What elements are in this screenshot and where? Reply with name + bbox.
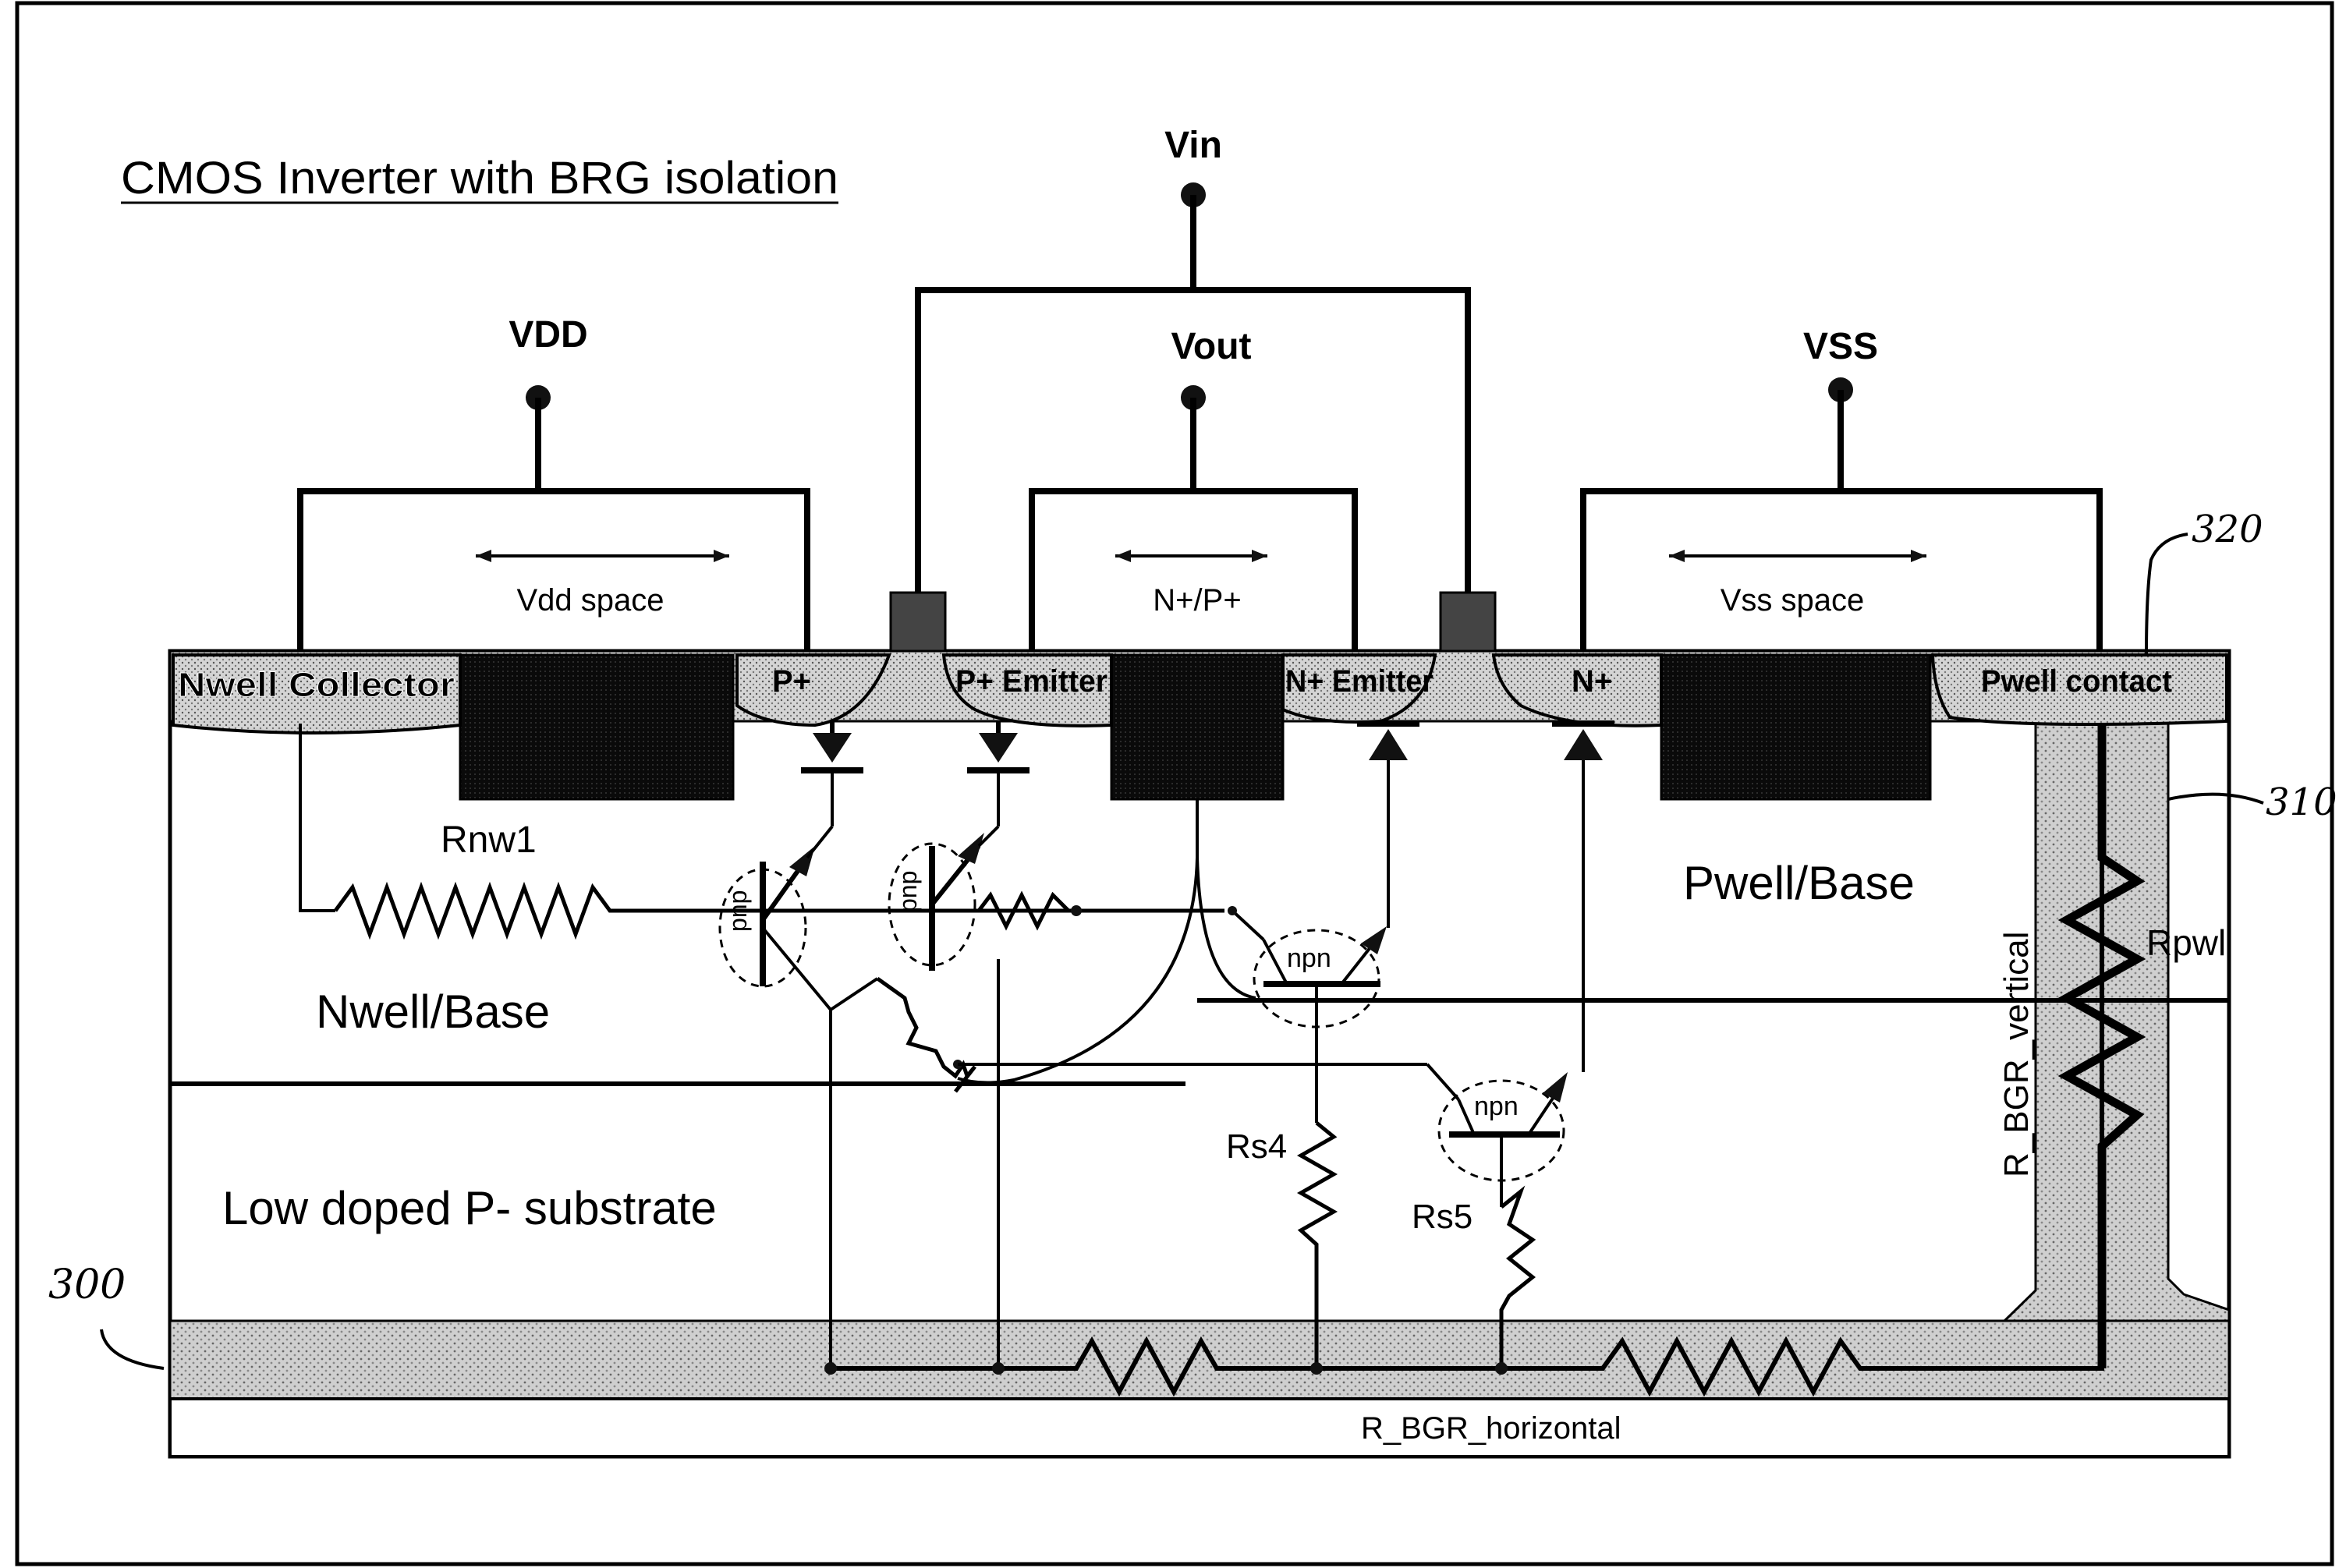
node-1380 xyxy=(1071,905,1082,916)
p-plus-label: P+ xyxy=(772,664,811,699)
rnw1-label: Rnw1 xyxy=(441,819,537,861)
diagram-title: CMOS Inverter with BRG isolation xyxy=(121,153,838,204)
bgr-vertical-label: R_BGR_vertical xyxy=(1997,932,2036,1177)
sti-block-2 xyxy=(1111,655,1283,799)
npn-1-label: npn xyxy=(1287,943,1331,973)
sti-block-3 xyxy=(1661,655,1930,799)
node-1580 xyxy=(1228,906,1237,915)
p-plus-emitter-label: P+ Emitter xyxy=(955,664,1107,699)
nwell-collector-label: Nwell Collector xyxy=(178,666,455,704)
mid-space-label: N+/P+ xyxy=(1153,583,1241,618)
ref-320: 320 xyxy=(2192,508,2263,551)
ref-320-leader xyxy=(2146,534,2188,655)
mid-space-arrowhead-right xyxy=(1252,550,1267,562)
bgr-horizontal-band xyxy=(170,1321,2229,1399)
nwell-base-label: Nwell/Base xyxy=(316,986,550,1038)
bus-node-1688 xyxy=(1310,1362,1323,1375)
ref-310: 310 xyxy=(2266,780,2337,824)
bus-node-1925 xyxy=(1495,1362,1508,1375)
vss-label: VSS xyxy=(1803,326,1878,367)
rs4-label: Rs4 xyxy=(1226,1127,1287,1166)
vin-label: Vin xyxy=(1164,125,1222,166)
bottom-substrate xyxy=(170,1399,2229,1457)
rs5-label: Rs5 xyxy=(1412,1198,1473,1236)
vdd-box xyxy=(300,491,807,651)
ref-300: 300 xyxy=(48,1262,126,1308)
vss-box xyxy=(1583,491,2100,651)
rpwl-label: Rpwl xyxy=(2146,922,2226,963)
gate-contact-right xyxy=(1441,593,1495,651)
n-plus-emitter-label: N+ Emitter xyxy=(1285,664,1434,699)
vout-box xyxy=(1032,491,1355,651)
npn-2-label: npn xyxy=(1474,1092,1519,1121)
bgr-horizontal-label: R_BGR_horizontal xyxy=(1361,1411,1621,1446)
bus-node-1065 xyxy=(824,1362,837,1375)
vss-space-arrowhead-right xyxy=(1911,550,1926,562)
pwell-contact-label: Pwell contact xyxy=(1981,664,2172,699)
sti-block-1 xyxy=(460,655,733,799)
pnp-2-label: pnp xyxy=(894,871,922,912)
vdd-space-label: Vdd space xyxy=(516,583,664,618)
vdd-space-arrowhead-left xyxy=(476,550,491,562)
vdd-space-arrowhead-right xyxy=(714,550,729,562)
vss-space-arrowhead-left xyxy=(1669,550,1685,562)
pnp-1-label: pnp xyxy=(724,890,752,932)
gate-contact-left xyxy=(891,593,945,651)
ref-300-leader xyxy=(101,1329,164,1368)
vdd-label: VDD xyxy=(509,314,587,356)
n-plus-label: N+ xyxy=(1572,664,1612,699)
bus-node-1280 xyxy=(992,1362,1005,1375)
pwell-base-label: Pwell/Base xyxy=(1683,857,1915,909)
substrate-label: Low doped P- substrate xyxy=(222,1182,717,1234)
vss-space-label: Vss space xyxy=(1721,583,1865,618)
mid-space-arrowhead-left xyxy=(1115,550,1131,562)
vout-label: Vout xyxy=(1171,326,1251,367)
